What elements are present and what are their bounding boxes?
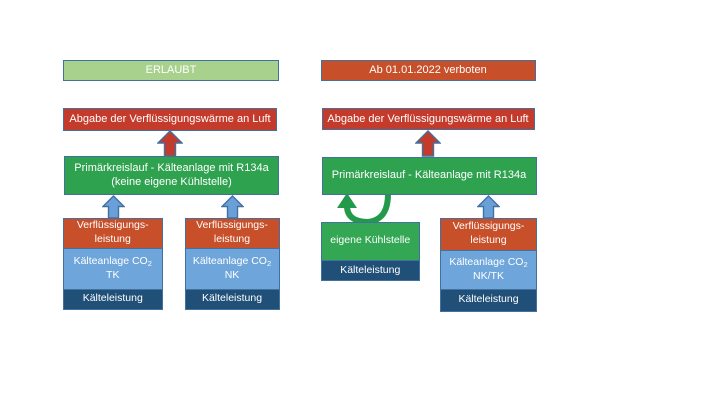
co2-plant-nk-line1: Kälteanlage CO2	[192, 254, 272, 268]
co2-plant-tk-line1: Kälteanlage CO2	[73, 254, 152, 268]
condenser-load-tk-line1: Verflüssigungs-	[76, 219, 149, 232]
cooling-capacity-box-nk: Kälteleistung	[184, 288, 280, 310]
status-box-erlaubt: ERLAUBT	[63, 59, 279, 81]
cooling-capacity-own-label: Kälteleistung	[340, 263, 401, 276]
primary-circuit-box-right: Primärkreislauf - Kälteanlage mit R134a	[321, 156, 537, 195]
primary-circuit-left-line2: (keine eigene Kühlstelle)	[111, 176, 232, 188]
red-up-arrow-right-icon	[415, 129, 441, 157]
co2-plant-nktk-variant: NK/TK	[473, 269, 504, 282]
blue-up-arrow-left-1-icon	[101, 194, 125, 219]
primary-circuit-left-line1: Primärkreislauf - Kälteanlage mit R134a	[74, 161, 269, 174]
co2-plant-box-nk: Kälteanlage CO2 NK	[184, 247, 280, 290]
status-box-verboten: Ab 01.01.2022 verboten	[320, 59, 536, 81]
heat-release-box-left: Abgabe der Verflüssigungswärme an Luft	[63, 107, 277, 131]
status-box-erlaubt-label: ERLAUBT	[145, 63, 197, 76]
own-cooling-point-label: eigene Kühlstelle	[330, 234, 411, 247]
cooling-capacity-nktk-label: Kälteleistung	[458, 293, 519, 306]
co2-subscript: 2	[523, 259, 528, 269]
condenser-load-nk-line1: Verflüssigungs-	[196, 219, 268, 232]
heat-release-box-right: Abgabe der Verflüssigungswärme an Luft	[321, 107, 535, 130]
cooling-capacity-tk-label: Kälteleistung	[82, 292, 143, 305]
circulation-arrow-icon	[337, 193, 391, 225]
cooling-capacity-box-tk: Kälteleistung	[63, 288, 163, 310]
primary-circuit-right-line1: Primärkreislauf - Kälteanlage mit R134a	[331, 169, 527, 182]
co2-plant-box-nktk: Kälteanlage CO2 NK/TK	[440, 249, 537, 290]
status-box-verboten-label: Ab 01.01.2022 verboten	[369, 64, 487, 77]
cooling-capacity-box-own: Kälteleistung	[321, 260, 420, 281]
condenser-load-box-nk: Verflüssigungs- leistung	[184, 217, 280, 249]
blue-up-arrow-left-2-icon	[220, 194, 244, 219]
condenser-load-box-nktk: Verflüssigungs- leistung	[440, 217, 537, 251]
heat-release-label-right: Abgabe der Verflüssigungswärme an Luft	[327, 112, 529, 125]
co2-plant-nk-variant: NK	[224, 268, 240, 281]
own-cooling-point-box: eigene Kühlstelle	[321, 221, 420, 261]
heat-release-label-left: Abgabe der Verflüssigungswärme an Luft	[69, 112, 271, 125]
co2-subscript: 2	[266, 258, 272, 268]
blue-up-arrow-right-icon	[477, 194, 500, 219]
cooling-capacity-nk-label: Kälteleistung	[201, 292, 263, 305]
red-up-arrow-left-icon	[157, 129, 183, 157]
condenser-load-tk-line2: leistung	[94, 233, 131, 245]
primary-circuit-box-left: Primärkreislauf - Kälteanlage mit R134a …	[64, 155, 279, 195]
co2-subscript: 2	[147, 258, 152, 268]
co2-plant-tk-variant: TK	[106, 268, 120, 281]
condenser-load-nktk-line1: Verflüssigungs-	[452, 220, 525, 233]
co2-plant-box-tk: Kälteanlage CO2 TK	[63, 247, 163, 290]
condenser-load-nk-line2: leistung	[213, 233, 251, 245]
condenser-load-box-tk: Verflüssigungs- leistung	[63, 217, 163, 249]
cooling-capacity-box-nktk: Kälteleistung	[440, 288, 537, 312]
co2-plant-nktk-line1: Kälteanlage CO2	[449, 255, 528, 269]
condenser-load-nktk-line2: leistung	[470, 234, 507, 246]
